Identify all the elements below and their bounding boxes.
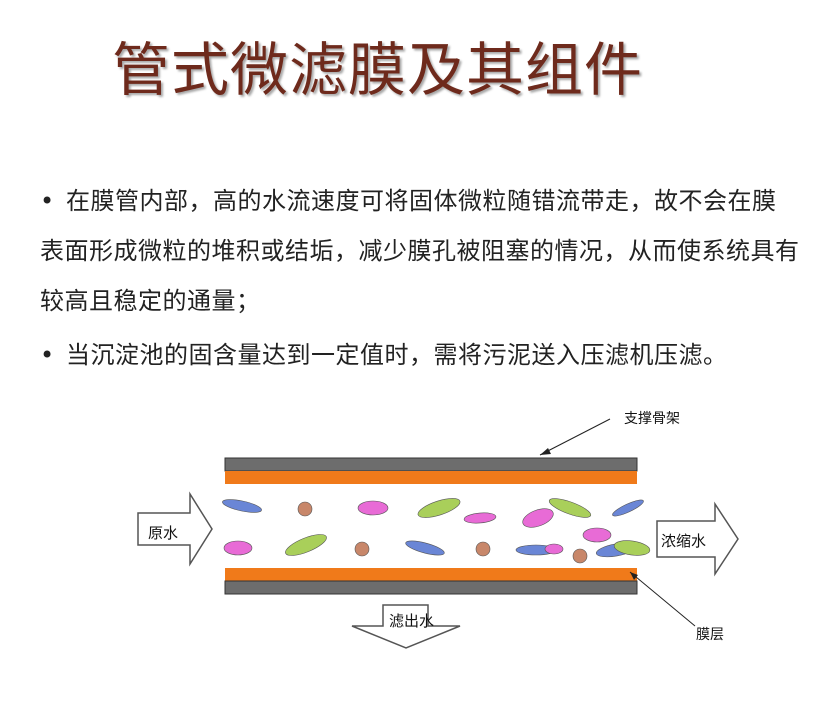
membrane-leader-line	[629, 571, 696, 627]
concentrate-label: 浓缩水	[661, 532, 707, 550]
particle	[548, 498, 592, 518]
membrane-label: 膜层	[696, 627, 724, 643]
particle	[222, 499, 262, 513]
filtrate-label: 滤出水	[389, 612, 435, 630]
bullet-text: 当沉淀池的固含量达到一定值时，需将污泥送入压滤机压滤。	[66, 341, 728, 369]
particle	[613, 540, 651, 556]
particle	[405, 540, 445, 556]
support-leader-arrowhead	[540, 448, 551, 455]
particles	[222, 498, 651, 564]
bullet-item-1: • 在膜管内部，高的水流速度可将固体微粒随错流带走，故不会在膜表面形成微粒的堆积…	[40, 176, 800, 326]
concentrate-arrow-shape	[656, 501, 739, 577]
top-membrane-layer	[225, 471, 637, 484]
particle	[354, 541, 370, 557]
particle	[522, 508, 554, 528]
inlet-arrow-shape	[137, 491, 213, 567]
bottom-support-layer	[224, 580, 638, 595]
membrane-leader-arrowhead	[630, 572, 638, 580]
inlet-label: 原水	[148, 524, 179, 542]
particle	[572, 548, 588, 564]
bullet-item-2: • 当沉淀池的固含量达到一定值时，需将污泥送入压滤机压滤。	[40, 330, 800, 380]
particle	[223, 540, 253, 556]
bullet-dot: •	[40, 341, 55, 369]
tubular-membrane-diagram: 支撑骨架 膜层 原水 浓缩水 滤出水	[120, 398, 820, 716]
page-title: 管式微滤膜及其组件	[112, 36, 644, 104]
bullet-dot: •	[40, 187, 55, 215]
particle	[463, 512, 497, 524]
particle	[417, 498, 461, 518]
bullet-text: 在膜管内部，高的水流速度可将固体微粒随错流带走，故不会在膜表面形成微粒的堆积或结…	[40, 187, 800, 315]
particle	[285, 534, 327, 556]
support-leader-line	[539, 418, 611, 456]
bullet-list: • 在膜管内部，高的水流速度可将固体微粒随错流带走，故不会在膜表面形成微粒的堆积…	[40, 176, 800, 380]
support-label: 支撑骨架	[624, 411, 680, 427]
particle	[544, 543, 564, 555]
particle	[357, 500, 389, 516]
top-support-layer	[224, 457, 638, 472]
filtrate-arrow-shape	[351, 604, 461, 649]
particle	[297, 501, 313, 517]
particle	[582, 527, 612, 543]
diagram-svg	[137, 418, 739, 649]
particle	[475, 541, 491, 557]
bottom-membrane-layer	[225, 568, 637, 581]
particle	[612, 499, 644, 517]
